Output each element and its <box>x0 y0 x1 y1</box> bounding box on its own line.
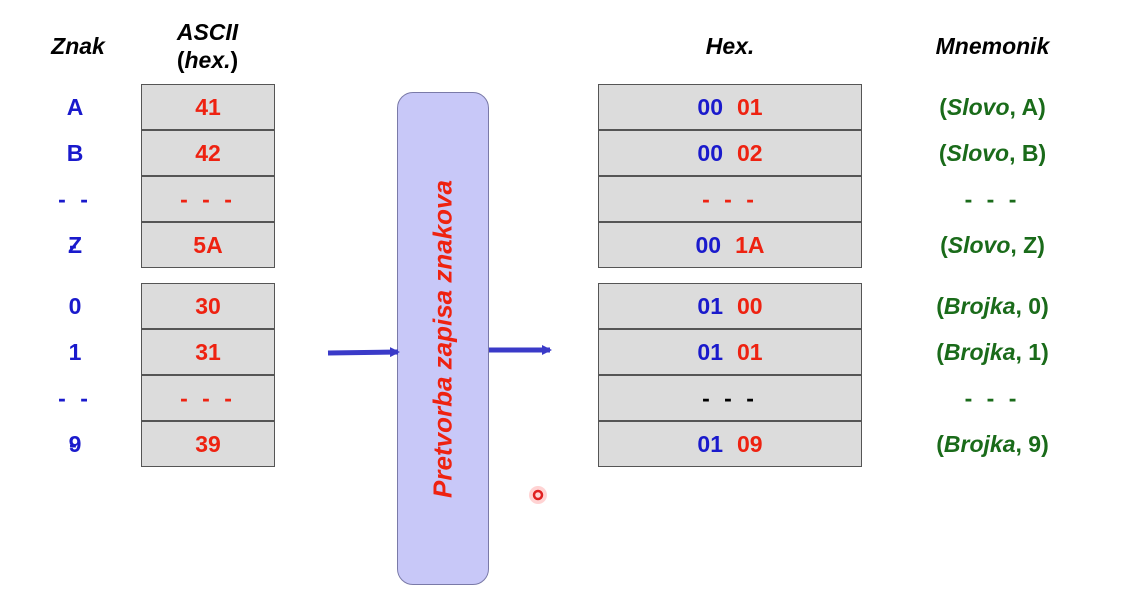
hex-cell: 01 01 <box>598 329 862 375</box>
mnemonik-separator: , <box>1015 293 1029 319</box>
header-znak: Znak <box>51 33 105 59</box>
hex-low-byte: 09 <box>737 431 763 457</box>
header-hex: Hex. <box>705 33 755 59</box>
hex-high-byte: 01 <box>697 339 723 365</box>
hex-cell: - - - <box>598 375 862 421</box>
mnemonik-open-paren: ( <box>936 431 944 457</box>
mnemonik-close-paren: ) <box>1038 140 1047 166</box>
hex-cell: 00 01 <box>598 84 862 130</box>
ascii-cell: 5A <box>141 222 275 268</box>
header-ascii-paren-open: ( <box>176 47 185 73</box>
ascii-value: - - - <box>180 385 236 411</box>
mnemonik-value: 0 <box>1028 293 1042 319</box>
mnemonik-separator: , <box>1010 232 1024 258</box>
ascii-cell: 42 <box>141 130 275 176</box>
mnemonik-separator: , <box>1009 140 1022 166</box>
mnemonik-open-paren: ( <box>939 94 947 120</box>
arrow-in <box>327 347 400 358</box>
mnemonik-open-paren: ( <box>936 293 944 319</box>
mnemonik-open-paren: ( <box>940 232 948 258</box>
mnemonik-value: 9 <box>1028 431 1042 457</box>
header-mnemonik: Mnemonik <box>935 33 1050 59</box>
znak-cell: A <box>66 94 84 120</box>
pointer-dot-icon <box>529 486 547 504</box>
hex-cell: 00 1A <box>598 222 862 268</box>
mnemonik-class: Slovo <box>946 94 1010 120</box>
mnemonik-close-paren: ) <box>1037 232 1045 258</box>
hex-cell: - - - <box>598 176 862 222</box>
ascii-value: 5A <box>193 232 223 258</box>
hex-low-byte: 02 <box>737 140 763 166</box>
hex-low-byte: 1A <box>735 232 765 258</box>
mnemonik-class: Slovo <box>947 232 1011 258</box>
hex-cell: 00 02 <box>598 130 862 176</box>
mnemonik-cell: (Brojka, 9) <box>915 421 1070 467</box>
hex-cell: 01 09 <box>598 421 862 467</box>
ascii-value: 31 <box>195 339 221 365</box>
header-ascii-paren-close: ) <box>230 47 239 73</box>
mnemonik-class: Slovo <box>946 140 1010 166</box>
hex-high-byte: 00 <box>697 140 723 166</box>
mnemonik-close-paren: ) <box>1041 339 1049 365</box>
mnemonik-class: Brojka <box>943 293 1016 319</box>
ascii-value: - - - <box>180 186 236 212</box>
mnemonik-class: Brojka <box>943 339 1016 365</box>
converter-box: Pretvorba zapisa znakova <box>397 92 489 585</box>
znak-cell: B <box>66 140 84 166</box>
mnemonik-close-paren: ) <box>1038 94 1046 120</box>
mnemonik-value: Z <box>1023 232 1038 258</box>
mnemonik-cell: - - - <box>964 186 1021 212</box>
mnemonik-open-paren: ( <box>938 140 947 166</box>
mnemonik-close-paren: ) <box>1041 431 1049 457</box>
znak-cell: - - - <box>58 186 92 258</box>
znak-cell: 0 <box>68 293 82 319</box>
ascii-value: 39 <box>195 431 221 457</box>
ascii-cell: - - - <box>141 176 275 222</box>
mnemonik-separator: , <box>1009 94 1022 120</box>
ascii-value: 42 <box>195 140 221 166</box>
hex-high-byte: 00 <box>697 94 723 120</box>
ascii-value: 41 <box>195 94 221 120</box>
ascii-cell: 41 <box>141 84 275 130</box>
hex-dots: - - - <box>702 186 758 212</box>
mnemonik-cell: (Slovo, Z) <box>915 222 1070 268</box>
mnemonik-separator: , <box>1015 339 1029 365</box>
mnemonik-close-paren: ) <box>1041 293 1049 319</box>
mnemonik-cell: (Brojka, 0) <box>915 283 1070 329</box>
mnemonik-cell: (Slovo, A) <box>915 84 1070 130</box>
znak-cell: - - - <box>58 385 92 457</box>
header-ascii-line1: ASCII <box>176 19 239 45</box>
ascii-cell: 39 <box>141 421 275 467</box>
mnemonik-separator: , <box>1015 431 1029 457</box>
ascii-value: 30 <box>195 293 221 319</box>
hex-cell: 01 00 <box>598 283 862 329</box>
ascii-cell: 31 <box>141 329 275 375</box>
mnemonik-value: B <box>1021 140 1039 166</box>
header-ascii-line2: (hex.) <box>150 46 265 74</box>
mnemonik-open-paren: ( <box>936 339 944 365</box>
mnemonik-value: 1 <box>1028 339 1042 365</box>
ascii-cell: - - - <box>141 375 275 421</box>
znak-cell: 1 <box>68 339 82 365</box>
header-ascii: ASCII (hex.) <box>150 18 265 74</box>
znak-cell: Z <box>67 232 83 258</box>
znak-cell: 9 <box>68 431 82 457</box>
hex-low-byte: 00 <box>737 293 763 319</box>
mnemonik-cell: (Slovo, B) <box>915 130 1070 176</box>
pointer-dot-core <box>532 489 544 501</box>
mnemonik-cell: (Brojka, 1) <box>915 329 1070 375</box>
hex-high-byte: 00 <box>695 232 722 258</box>
mnemonik-cell: - - - <box>964 385 1021 411</box>
hex-dots: - - - <box>702 385 758 411</box>
hex-low-byte: 01 <box>737 339 763 365</box>
hex-high-byte: 01 <box>697 431 723 457</box>
mnemonik-class: Brojka <box>943 431 1016 457</box>
ascii-cell: 30 <box>141 283 275 329</box>
header-ascii-hex: hex. <box>184 47 231 73</box>
hex-low-byte: 01 <box>737 94 763 120</box>
hex-high-byte: 01 <box>697 293 723 319</box>
mnemonik-value: A <box>1021 94 1039 120</box>
